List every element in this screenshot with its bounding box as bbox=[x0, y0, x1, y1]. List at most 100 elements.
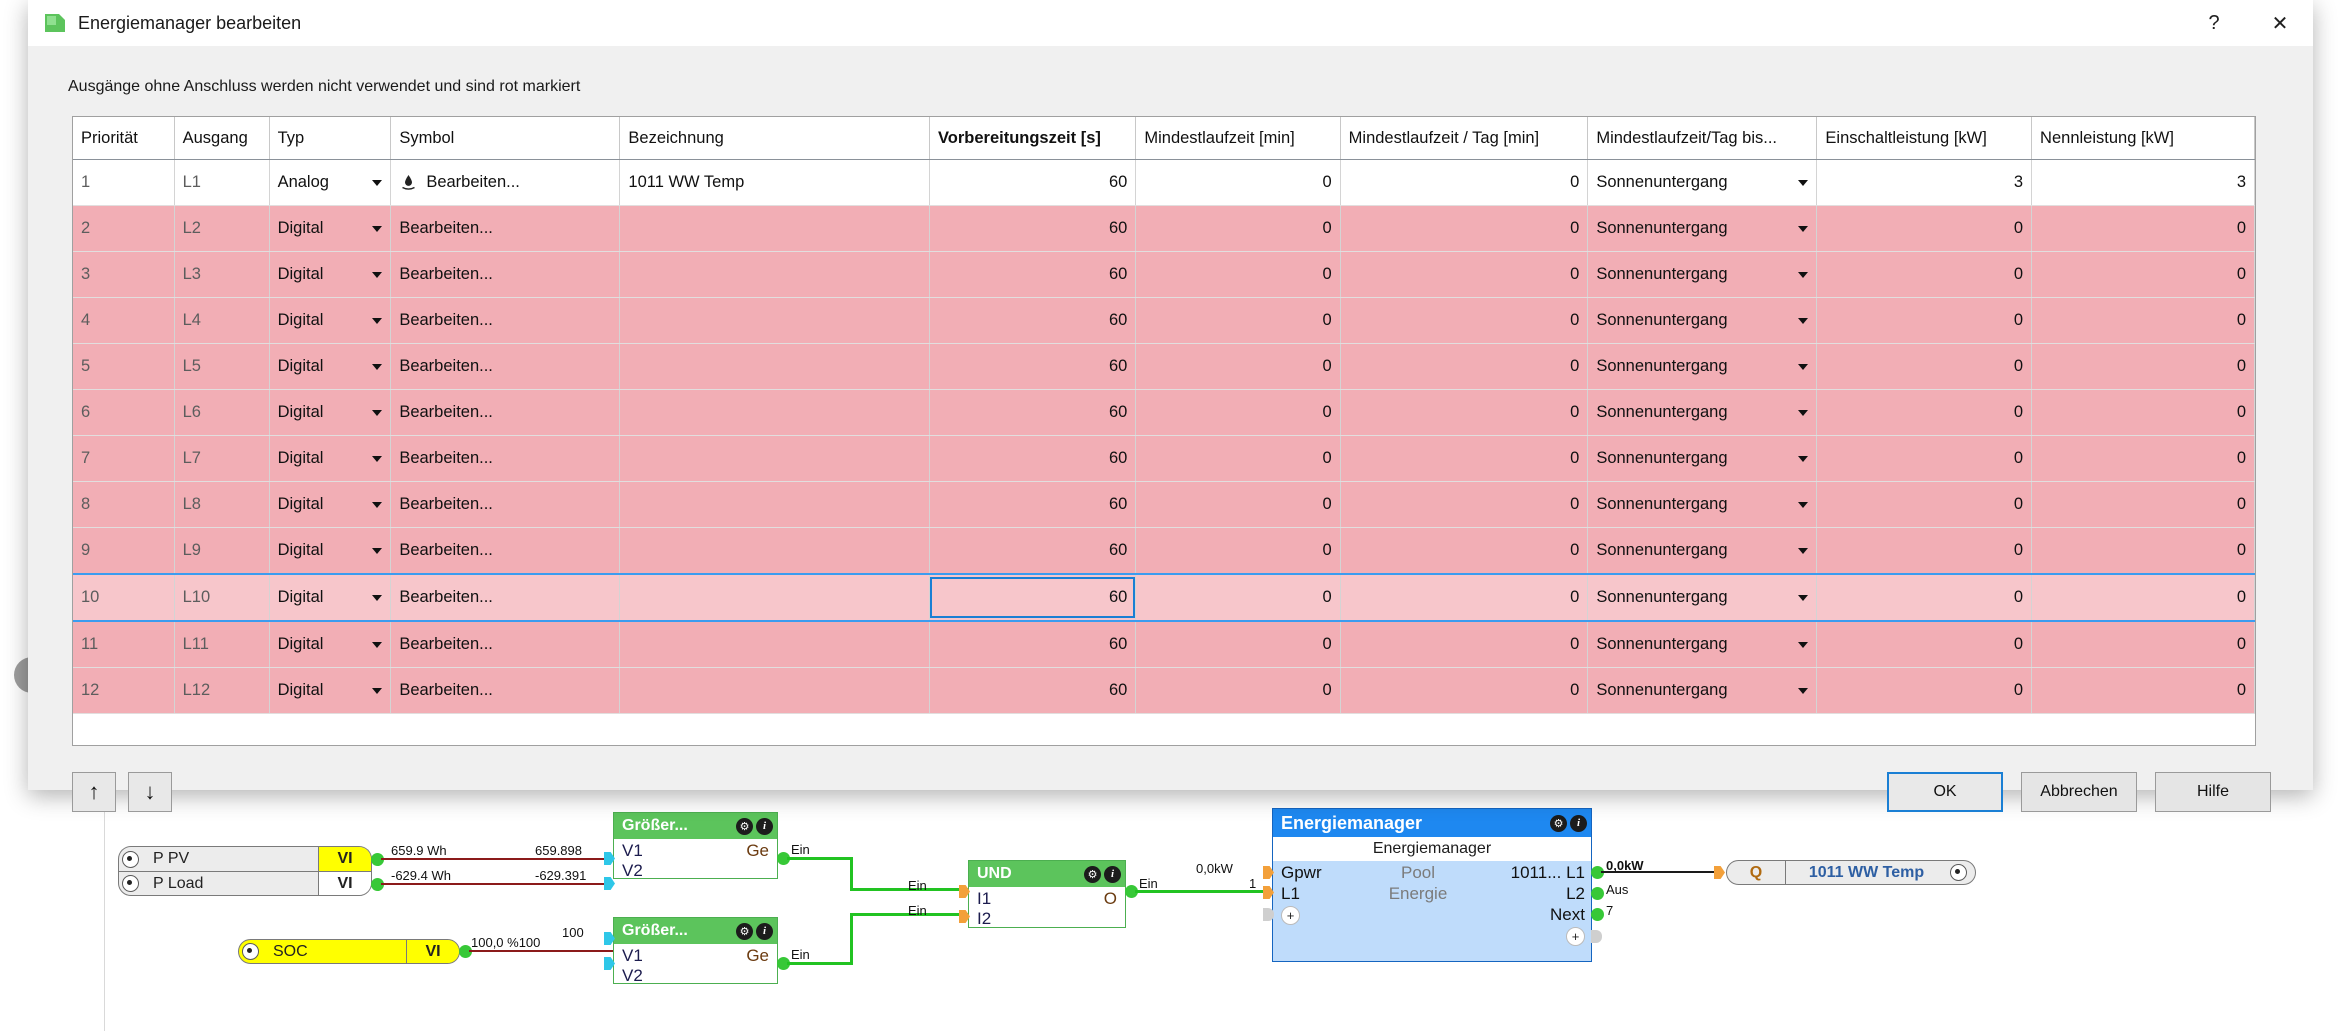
cell-vorbereitungszeit[interactable]: 60 bbox=[929, 527, 1137, 575]
cell-nennleistung[interactable]: 0 bbox=[2031, 435, 2255, 482]
input-port-nub[interactable] bbox=[1263, 908, 1274, 921]
cell-mindestlaufzeit-tag-bis[interactable]: Sonnenuntergang bbox=[1587, 481, 1818, 528]
cell-mindestlaufzeit-tag-bis[interactable]: Sonnenuntergang bbox=[1587, 205, 1818, 252]
ok-button[interactable]: OK bbox=[1887, 772, 2003, 812]
cell-ausgang[interactable]: L2 bbox=[174, 205, 270, 252]
block-energiemanager[interactable]: Energiemanager ⚙ i Energiemanager Gpwr P… bbox=[1272, 808, 1592, 962]
cell-bezeichnung[interactable] bbox=[619, 527, 930, 575]
cell-vorbereitungszeit[interactable]: 60 bbox=[929, 297, 1137, 344]
cell-prioritaet[interactable]: 9 bbox=[73, 527, 175, 575]
cell-bezeichnung[interactable]: 1011 WW Temp bbox=[619, 159, 930, 206]
cell-vorbereitungszeit[interactable]: 60 bbox=[929, 205, 1137, 252]
cell-einschaltleistung[interactable]: 0 bbox=[1816, 481, 2033, 528]
move-down-button[interactable]: ↓ bbox=[128, 772, 172, 812]
output-port-nub[interactable] bbox=[459, 945, 472, 958]
cell-typ[interactable]: Digital bbox=[269, 435, 392, 482]
cell-mindestlaufzeit[interactable]: 0 bbox=[1135, 573, 1341, 622]
block-groesser-2[interactable]: Größer... ⚙ i V1 Ge V2 bbox=[613, 917, 778, 985]
cell-nennleistung[interactable]: 3 bbox=[2031, 159, 2255, 206]
cell-bezeichnung[interactable] bbox=[619, 573, 930, 622]
edit-symbol-link[interactable]: Bearbeiten... bbox=[399, 588, 493, 606]
cell-ausgang[interactable]: L12 bbox=[174, 667, 270, 714]
cell-mindestlaufzeit[interactable]: 0 bbox=[1135, 621, 1341, 668]
cell-bezeichnung[interactable] bbox=[619, 343, 930, 390]
col-einschaltleistung[interactable]: Einschaltleistung [kW] bbox=[1816, 117, 2033, 160]
cell-nennleistung[interactable]: 0 bbox=[2031, 667, 2255, 714]
em-add-output-button[interactable]: + bbox=[1566, 925, 1585, 946]
cell-mindestlaufzeit-tag[interactable]: 0 bbox=[1340, 205, 1589, 252]
help-dialog-button[interactable]: Hilfe bbox=[2155, 772, 2271, 812]
block-groesser-1[interactable]: Größer... ⚙ i V1 Ge V2 bbox=[613, 812, 778, 880]
cell-bezeichnung[interactable] bbox=[619, 621, 930, 668]
input-port-nub[interactable] bbox=[959, 885, 970, 898]
col-typ[interactable]: Typ bbox=[269, 117, 392, 160]
edit-symbol-link[interactable]: Bearbeiten... bbox=[399, 357, 493, 375]
cell-ausgang[interactable]: L4 bbox=[174, 297, 270, 344]
cell-prioritaet[interactable]: 10 bbox=[73, 573, 175, 622]
chevron-down-icon[interactable] bbox=[372, 547, 383, 554]
dialog-titlebar[interactable]: Energiemanager bearbeiten ? ✕ bbox=[28, 0, 2313, 46]
cell-vorbereitungszeit[interactable]: 60 bbox=[929, 621, 1137, 668]
output-port-nub[interactable] bbox=[1125, 885, 1138, 898]
cell-typ[interactable]: Digital bbox=[269, 621, 392, 668]
cell-mindestlaufzeit-tag[interactable]: 0 bbox=[1340, 251, 1589, 298]
move-up-button[interactable]: ↑ bbox=[72, 772, 116, 812]
cell-prioritaet[interactable]: 11 bbox=[73, 621, 175, 668]
cell-symbol[interactable]: Bearbeiten... bbox=[390, 667, 621, 714]
cell-symbol[interactable]: Bearbeiten... bbox=[390, 435, 621, 482]
input-port-nub[interactable] bbox=[959, 910, 970, 923]
cell-mindestlaufzeit-tag-bis[interactable]: Sonnenuntergang bbox=[1587, 621, 1818, 668]
io-node-p-pv[interactable]: P PV VI bbox=[118, 846, 372, 871]
col-mindestlaufzeit[interactable]: Mindestlaufzeit [min] bbox=[1135, 117, 1341, 160]
info-icon[interactable]: i bbox=[1104, 865, 1121, 883]
cell-typ[interactable]: Digital bbox=[269, 343, 392, 390]
cell-nennleistung[interactable]: 0 bbox=[2031, 481, 2255, 528]
cell-symbol[interactable]: Bearbeiten... bbox=[390, 343, 621, 390]
cell-mindestlaufzeit-tag[interactable]: 0 bbox=[1340, 297, 1589, 344]
cell-bezeichnung[interactable] bbox=[619, 297, 930, 344]
col-vorbereitungszeit[interactable]: Vorbereitungszeit [s] bbox=[929, 117, 1137, 160]
em-port-next[interactable]: Next bbox=[1550, 905, 1585, 924]
em-port-l2[interactable]: L2 bbox=[1566, 884, 1585, 903]
chevron-down-icon[interactable] bbox=[372, 687, 383, 694]
block-header[interactable]: Größer... ⚙ i bbox=[614, 813, 777, 839]
cell-vorbereitungszeit[interactable]: 60 bbox=[929, 251, 1137, 298]
cell-vorbereitungszeit[interactable]: 60 bbox=[929, 667, 1137, 714]
cell-typ[interactable]: Digital bbox=[269, 573, 392, 622]
chevron-down-icon[interactable] bbox=[372, 409, 383, 416]
cell-mindestlaufzeit-tag[interactable]: 0 bbox=[1340, 667, 1589, 714]
cell-nennleistung[interactable]: 0 bbox=[2031, 389, 2255, 436]
cell-mindestlaufzeit[interactable]: 0 bbox=[1135, 297, 1341, 344]
chevron-down-icon[interactable] bbox=[1798, 641, 1809, 648]
output-port-nub[interactable] bbox=[1591, 866, 1604, 879]
cell-symbol[interactable]: Bearbeiten... bbox=[390, 621, 621, 668]
gear-icon[interactable]: ⚙ bbox=[736, 922, 753, 940]
chevron-down-icon[interactable] bbox=[372, 363, 383, 370]
cell-typ[interactable]: Digital bbox=[269, 251, 392, 298]
cell-symbol[interactable]: Bearbeiten... bbox=[390, 297, 621, 344]
edit-symbol-link[interactable]: Bearbeiten... bbox=[399, 403, 493, 421]
cell-nennleistung[interactable]: 0 bbox=[2031, 251, 2255, 298]
cell-prioritaet[interactable]: 5 bbox=[73, 343, 175, 390]
cell-typ[interactable]: Digital bbox=[269, 205, 392, 252]
info-icon[interactable]: i bbox=[756, 922, 773, 940]
cell-einschaltleistung[interactable]: 0 bbox=[1816, 435, 2033, 482]
output-port-nub[interactable] bbox=[371, 853, 384, 866]
cell-typ[interactable]: Digital bbox=[269, 667, 392, 714]
block-header[interactable]: Größer... ⚙ i bbox=[614, 918, 777, 944]
gear-icon[interactable]: ⚙ bbox=[1084, 865, 1101, 883]
edit-symbol-link[interactable]: Bearbeiten... bbox=[399, 449, 493, 467]
chevron-down-icon[interactable] bbox=[372, 594, 383, 601]
cell-vorbereitungszeit[interactable]: 60 bbox=[929, 159, 1137, 206]
selected-cell[interactable]: 60 bbox=[929, 577, 1135, 618]
cell-typ[interactable]: Digital bbox=[269, 527, 392, 575]
cell-vorbereitungszeit[interactable]: 60 bbox=[929, 343, 1137, 390]
cell-einschaltleistung[interactable]: 0 bbox=[1816, 573, 2033, 622]
cell-ausgang[interactable]: L3 bbox=[174, 251, 270, 298]
edit-symbol-link[interactable]: Bearbeiten... bbox=[399, 219, 493, 237]
edit-symbol-link[interactable]: Bearbeiten... bbox=[399, 681, 493, 699]
